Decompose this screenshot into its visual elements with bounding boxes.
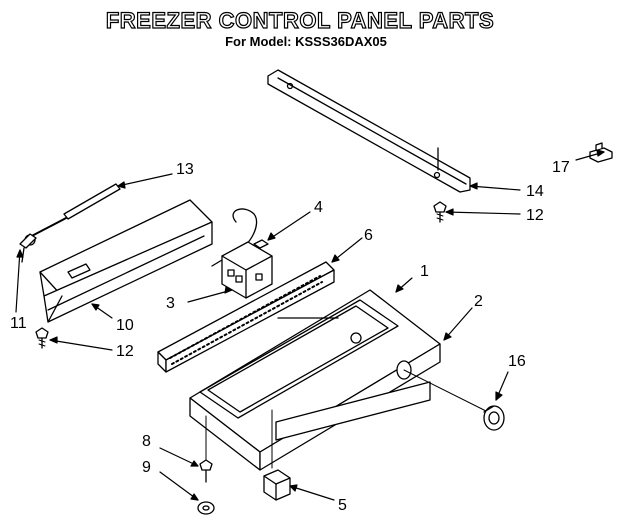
model-subtitle: For Model: KSSS36DAX05	[225, 34, 387, 49]
callout-8: 8	[142, 433, 151, 450]
part-3-thermostat	[211, 241, 273, 299]
part-14-bracket	[267, 69, 471, 193]
callout-13: 13	[176, 161, 194, 178]
callout-6: 6	[364, 227, 373, 244]
callout-12-left: 12	[116, 343, 134, 360]
part-17-clip	[589, 142, 613, 163]
callout-3: 3	[166, 295, 175, 312]
part-16-knob	[483, 405, 505, 431]
part-2-label-panel	[275, 381, 431, 441]
part-12-screw-top	[433, 201, 447, 223]
callout-arrows	[15, 149, 605, 501]
callout-12-right: 12	[526, 207, 544, 224]
part-9-foot	[197, 501, 215, 515]
callout-2: 2	[474, 293, 483, 310]
part-8-screw	[199, 459, 213, 483]
part-13-sensor	[19, 183, 121, 263]
part-10-mount-bracket	[39, 199, 213, 323]
callout-5: 5	[338, 497, 347, 514]
callout-4: 4	[314, 199, 323, 216]
callout-9: 9	[142, 459, 151, 476]
callout-10: 10	[116, 317, 134, 334]
assembly-leader-lines	[205, 369, 489, 469]
callout-16: 16	[508, 353, 526, 370]
callout-1: 1	[420, 263, 429, 280]
callout-17: 17	[552, 159, 570, 176]
callout-11: 11	[10, 315, 27, 332]
callout-14: 14	[526, 183, 544, 200]
part-6-foam-strip	[157, 261, 335, 373]
part-12-screw-left	[35, 327, 49, 349]
diagram-title: FREEZER CONTROL PANEL PARTS	[105, 7, 495, 33]
callout-numbers: 1 2 3 4 5 6 8 9 10 11 12 12 13 14 16 17	[10, 159, 570, 514]
part-5-switch	[263, 469, 291, 501]
